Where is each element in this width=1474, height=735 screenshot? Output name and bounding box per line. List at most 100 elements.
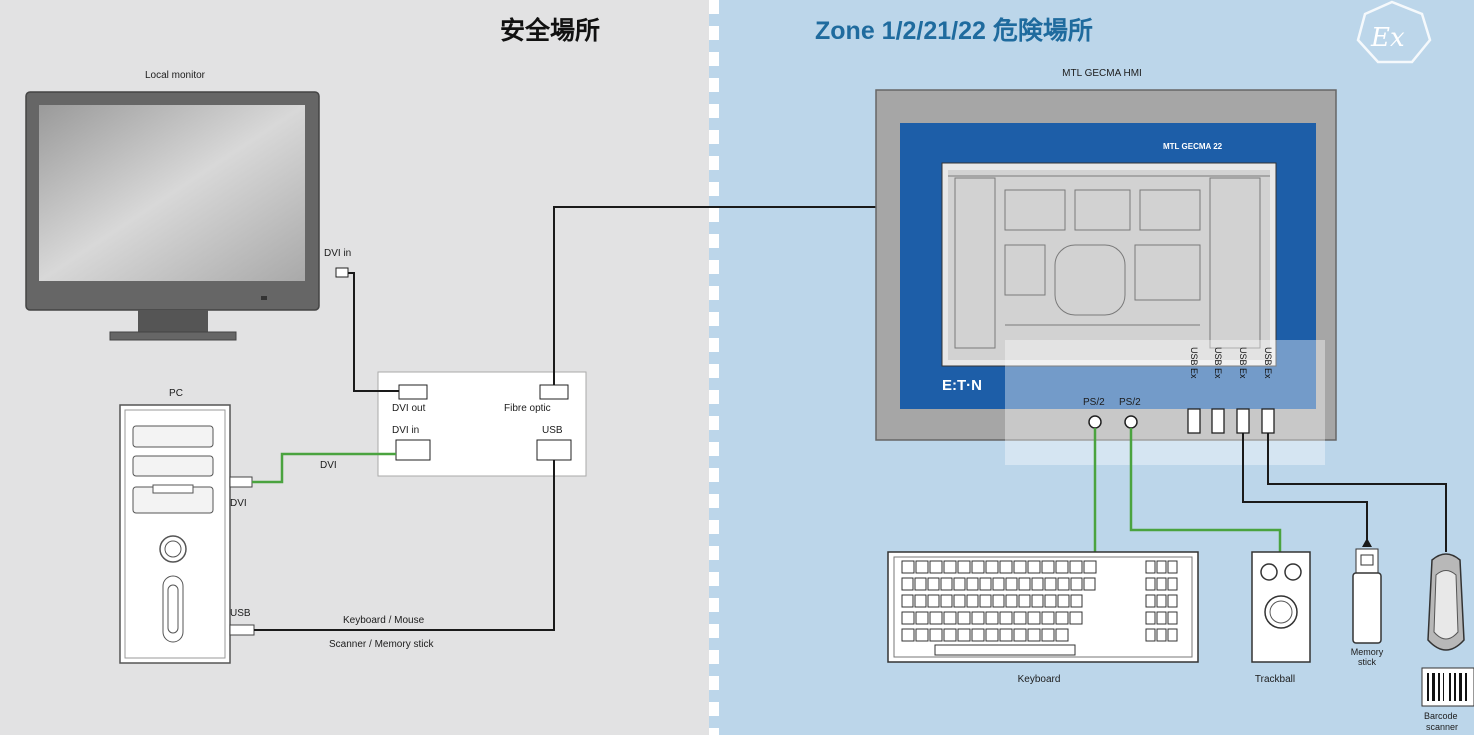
keyboard-key [985, 628, 999, 642]
fibre-optic-cable [553, 206, 876, 385]
keyboard-key [901, 560, 915, 574]
keyboard-key [1055, 560, 1069, 574]
keyboard-key [1013, 628, 1027, 642]
usb-ex-port-3 [1236, 408, 1250, 434]
keyboard-key [1083, 577, 1096, 591]
keyboard-key [953, 577, 966, 591]
keyboard-key [1057, 577, 1070, 591]
keyboard-numpad-key [1156, 611, 1167, 625]
keyboard-numpad-key [1145, 560, 1156, 574]
keyboard-key [1041, 560, 1055, 574]
keyboard-key [971, 560, 985, 574]
dvi-monitor-cable [348, 272, 399, 392]
keyboard-key [966, 594, 979, 608]
keyboard-key [957, 611, 971, 625]
local-monitor-label: Local monitor [144, 70, 206, 81]
ps2-port-2 [1124, 415, 1138, 429]
safe-area-heading: 安全場所 [500, 17, 601, 45]
keyboard [887, 551, 1199, 663]
keyboard-key [1041, 611, 1055, 625]
pc-tower [119, 404, 255, 664]
keyboard-key [1005, 577, 1018, 591]
usb-ex-port-4 [1261, 408, 1275, 434]
svg-text:Ex: Ex [1370, 23, 1405, 53]
box-dvi-out-label: DVI out [392, 403, 426, 414]
keyboard-key [985, 560, 999, 574]
barcode-bar [1438, 673, 1440, 701]
keyboard-key [957, 560, 971, 574]
keyboard-key [1027, 611, 1041, 625]
ps2-label-2: PS/2 [1119, 397, 1141, 408]
trackball [1251, 551, 1311, 663]
keyboard-key [901, 594, 914, 608]
barcode-bar [1459, 673, 1462, 701]
keyboard-key [901, 628, 915, 642]
usb-barcode-cable [1267, 433, 1447, 552]
barcode-bar [1427, 673, 1429, 701]
keyboard-numpad-key [1145, 628, 1156, 642]
usb-ex-label-1: USB Ex [1189, 347, 1199, 379]
usb-memory-cable [1242, 433, 1368, 545]
keyboard-key [1041, 628, 1055, 642]
box-dvi-in-label: DVI in [392, 425, 420, 436]
keyboard-key [927, 577, 940, 591]
keyboard-key [1055, 611, 1069, 625]
hmi-panel [875, 89, 1337, 465]
memory-stick-label-1: Memory [1350, 647, 1384, 657]
keyboard-key [929, 628, 943, 642]
keyboard-key [992, 594, 1005, 608]
local-monitor [25, 91, 349, 341]
dvi-cable-label: DVI [320, 460, 337, 471]
usb-ex-label-4: USB Ex [1263, 347, 1273, 379]
keyboard-key [901, 577, 914, 591]
keyboard-numpad-key [1145, 577, 1156, 591]
memory-stick [1352, 548, 1382, 644]
keyboard-key [1005, 594, 1018, 608]
keyboard-key [1027, 560, 1041, 574]
barcode-bar [1449, 673, 1451, 701]
keyboard-numpad-key [1167, 611, 1178, 625]
keyboard-key [1044, 577, 1057, 591]
usb-ex-label-2: USB Ex [1213, 347, 1223, 379]
keyboard-key [1069, 611, 1083, 625]
keyboard-numpad-key [1156, 577, 1167, 591]
keyboard-key [929, 611, 943, 625]
barcode-scanner [1421, 553, 1474, 707]
keyboard-key [985, 611, 999, 625]
keyboard-key [943, 628, 957, 642]
barcode-label-2: scanner [1426, 722, 1459, 732]
trackball-label: Trackball [1254, 674, 1296, 685]
keyboard-key [979, 594, 992, 608]
barcode-label-1: Barcode [1424, 711, 1458, 721]
usb-ex-port-2 [1211, 408, 1225, 434]
keyboard-key [999, 628, 1013, 642]
monitor-dvi-in-label: DVI in [324, 248, 352, 259]
keyboard-key [927, 594, 940, 608]
keyboard-key [1031, 594, 1044, 608]
keyboard-key [940, 594, 953, 608]
keyboard-key [1057, 594, 1070, 608]
keyboard-key [1069, 560, 1083, 574]
keyboard-label: Keyboard [1017, 674, 1061, 685]
box-fibre-optic-label: Fibre optic [504, 403, 551, 414]
usb-cable-label-2: Scanner / Memory stick [329, 639, 434, 650]
keyboard-key [929, 560, 943, 574]
barcode-bar [1465, 673, 1467, 701]
pc-label: PC [169, 388, 183, 399]
keyboard-key [943, 560, 957, 574]
ex-mark-icon: Ex [1356, 0, 1432, 64]
keyboard-numpad-key [1156, 560, 1167, 574]
keyboard-key [953, 594, 966, 608]
keyboard-key [966, 577, 979, 591]
keyboard-key [1055, 628, 1069, 642]
hmi-panel-brand: MTL GECMA 22 [1163, 142, 1223, 151]
keyboard-key [1044, 594, 1057, 608]
keyboard-key [940, 577, 953, 591]
box-usb-label: USB [542, 425, 563, 436]
keyboard-numpad-key [1145, 594, 1156, 608]
keyboard-key [971, 611, 985, 625]
keyboard-numpad-key [1167, 577, 1178, 591]
keyboard-numpad-key [1156, 594, 1167, 608]
usb-cable-label-1: Keyboard / Mouse [343, 615, 425, 626]
